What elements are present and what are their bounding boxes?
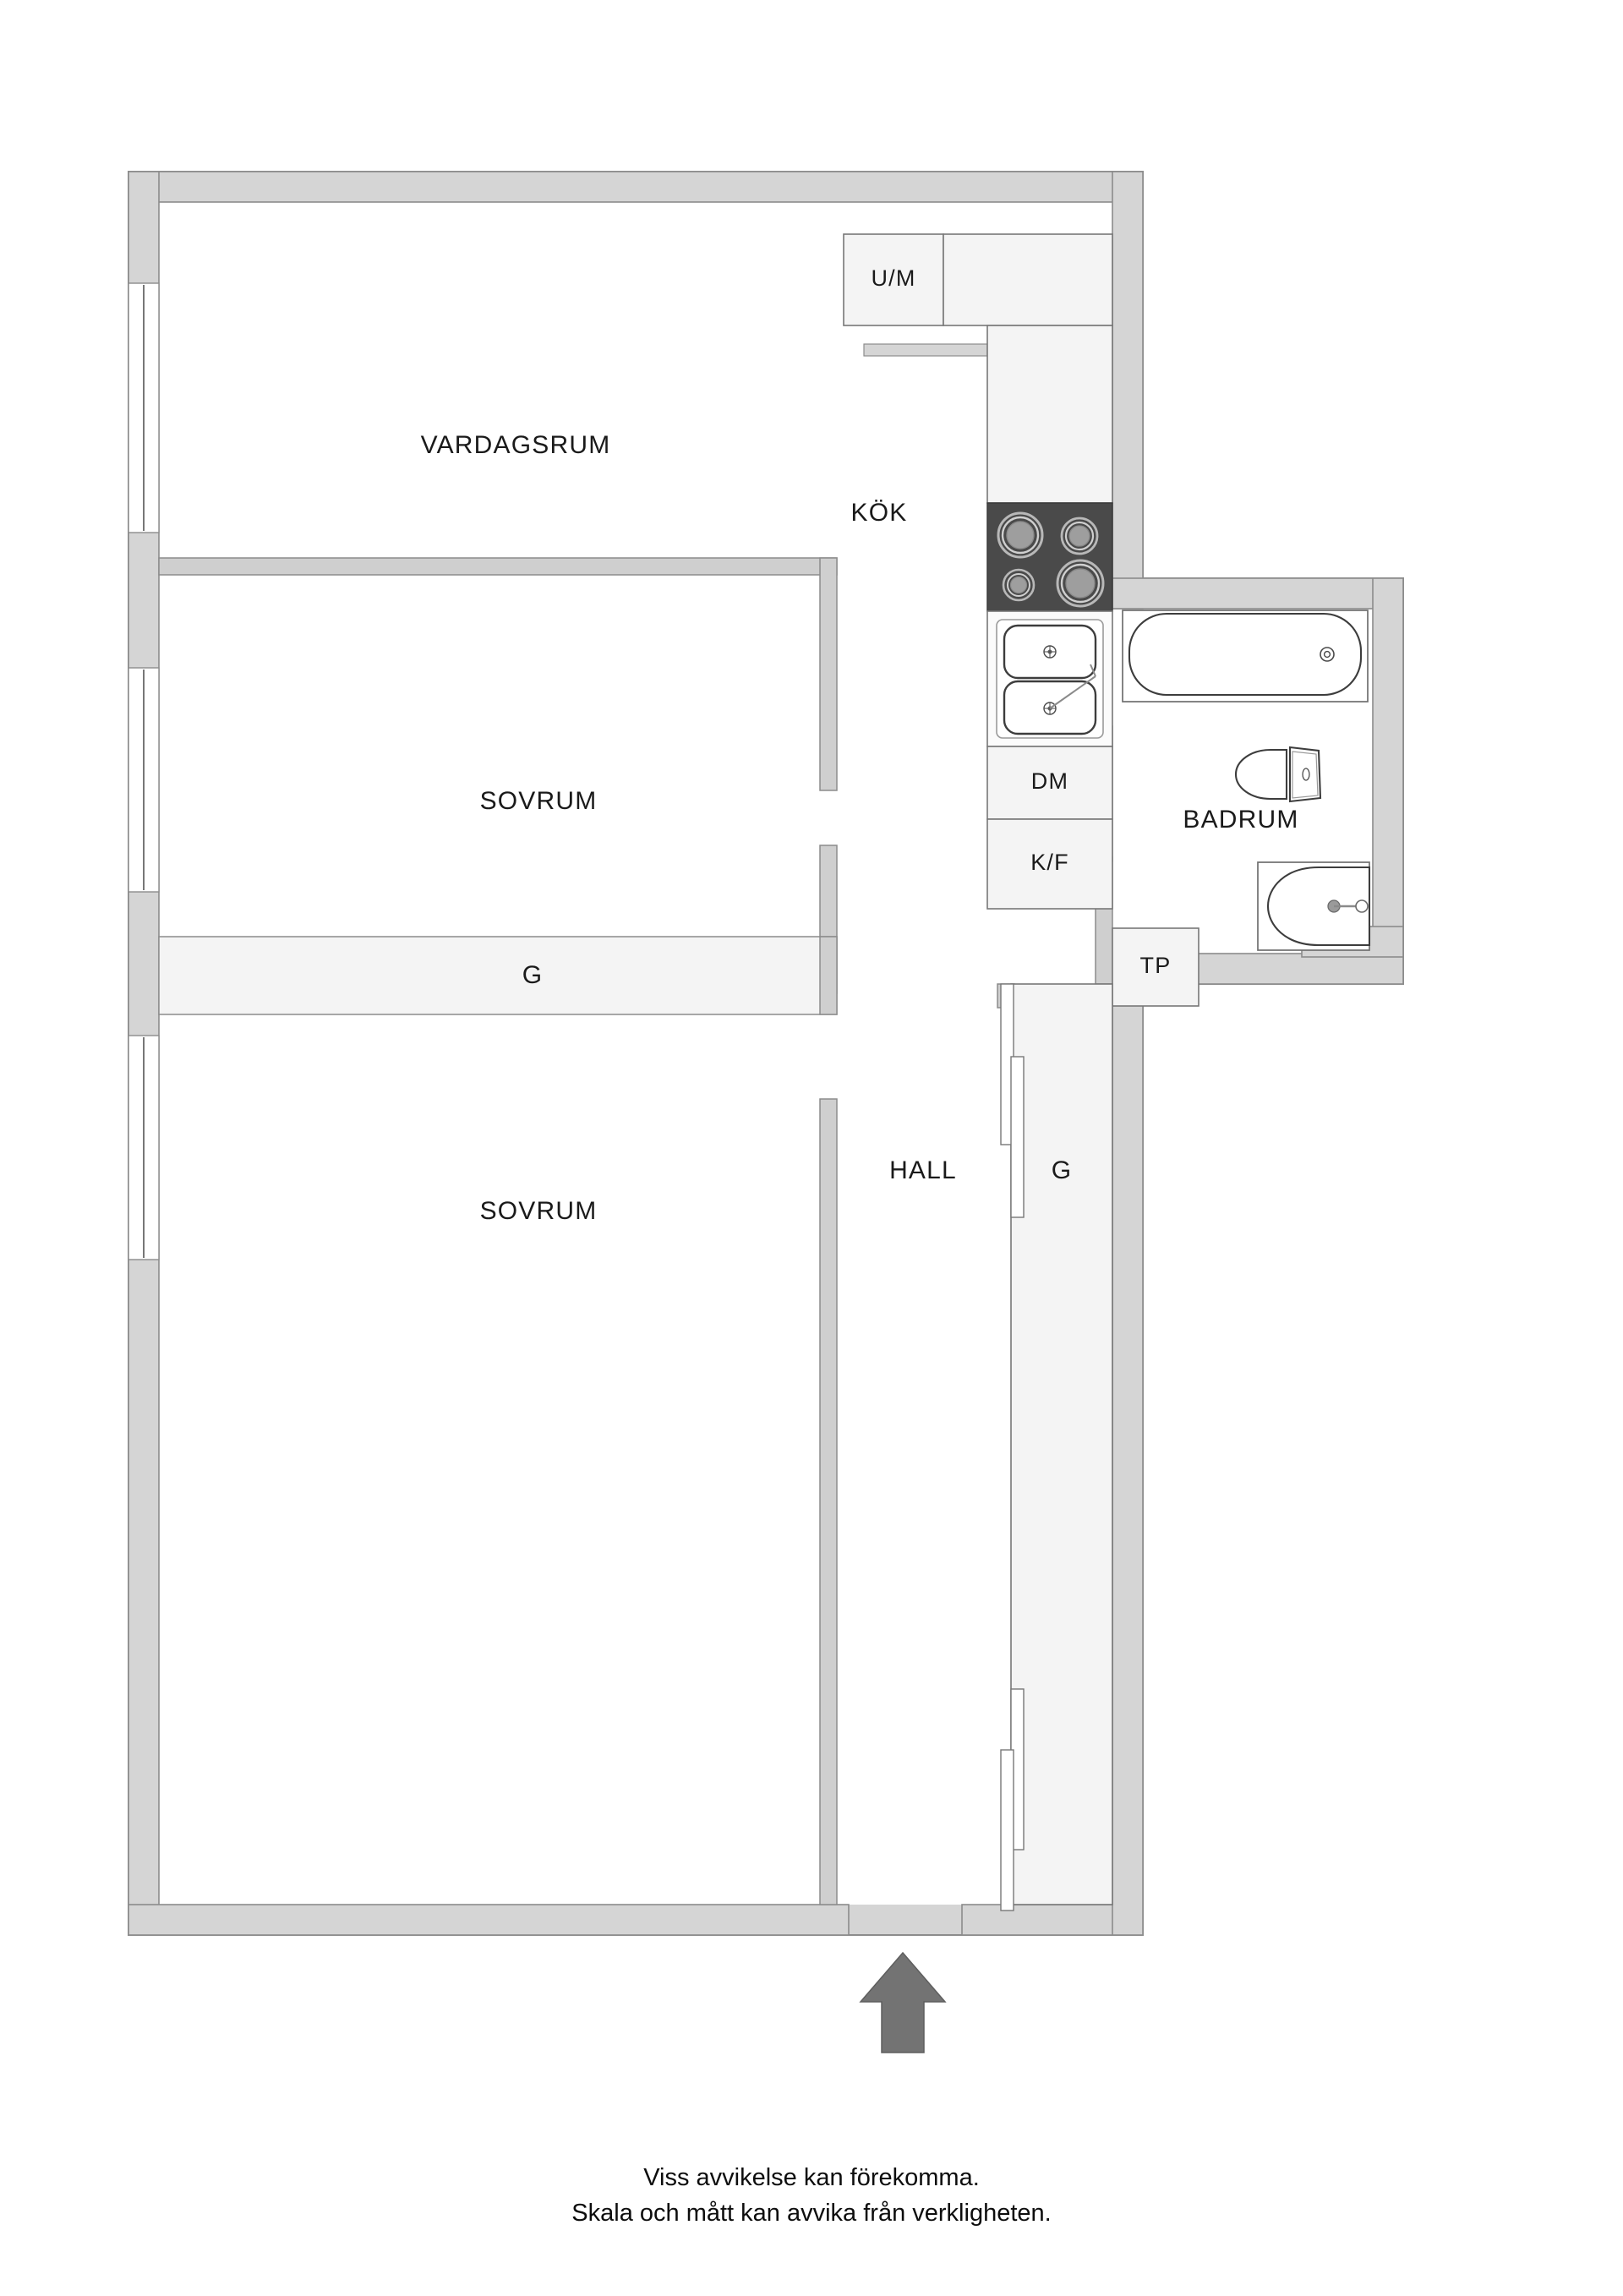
room-label-vardagsrum: VARDAGSRUM	[421, 431, 611, 459]
room-label-group: VARDAGSRUM KÖK SOVRUM SOVRUM HALL BADRUM	[421, 431, 1298, 1225]
room-label-badrum: BADRUM	[1183, 806, 1298, 834]
oven-microwave-box	[843, 233, 944, 326]
room-label-hall: HALL	[889, 1156, 957, 1184]
stove-burner-small-front-right	[1002, 568, 1036, 602]
wardrobe-door-leaf-4	[1000, 1749, 1014, 1911]
caption-line-2: Skala och mått kan avvika från verklighe…	[571, 2200, 1052, 2227]
bathroom-sink	[1257, 861, 1371, 951]
bathtub	[1122, 610, 1369, 702]
sink-drain-upper	[1043, 645, 1057, 659]
window-bedroom-lower	[128, 1035, 160, 1260]
kitchen-counter-side	[986, 325, 1113, 504]
hall-wardrobe-group	[1000, 983, 1113, 1911]
kitchen-counter-top	[943, 233, 1113, 326]
entrance-arrow	[859, 1951, 947, 2053]
disclaimer-caption: Viss avvikelse kan förekomma. Skala och …	[0, 2160, 1623, 2231]
fixture-label-g-bedroom: G	[522, 961, 544, 989]
room-label-kok: KÖK	[851, 499, 908, 527]
fixture-label-dm: DM	[1031, 768, 1068, 794]
wall-bedroom1-hall-upper	[819, 557, 838, 791]
washing-machine-box	[1112, 927, 1199, 1007]
fixture-label-g-hall: G	[1052, 1156, 1073, 1184]
kitchen-sink	[986, 610, 1113, 747]
window-bedroom-upper	[128, 667, 160, 893]
bedroom-wardrobe-box	[158, 936, 838, 1015]
interior-walls	[158, 343, 1113, 1905]
wall-living-bedroom	[158, 557, 838, 576]
stove-burner-large-rear-right	[1056, 559, 1105, 608]
window-group	[128, 282, 160, 1260]
wall-wardrobe-end	[819, 936, 838, 1015]
fixture-label-kf: K/F	[1030, 850, 1069, 875]
toilet	[1234, 746, 1322, 803]
stove-cooktop	[986, 502, 1113, 612]
stove-burner-medium-rear-left	[1060, 517, 1099, 555]
fixture-label-group: U/M DM K/F TP G G	[522, 265, 1172, 1184]
window-living-room	[128, 282, 160, 533]
hall-wardrobe-box	[1010, 983, 1113, 1905]
wall-bedroom2-hall	[819, 1098, 838, 1905]
fixture-label-um: U/M	[871, 265, 915, 291]
caption-line-1: Viss avvikelse kan förekomma.	[643, 2164, 980, 2191]
stove-burner-large-front-left	[997, 511, 1044, 559]
kitchen-fixtures	[843, 233, 1113, 910]
wall-kitchen-counter-edge	[863, 343, 988, 357]
bathroom-fixtures	[1112, 610, 1371, 1007]
sink-faucet	[1049, 664, 1096, 709]
room-label-sovrum-2: SOVRUM	[480, 1197, 598, 1225]
room-interiors	[159, 202, 1373, 1905]
fixture-label-tp: TP	[1140, 953, 1172, 978]
fridge-freezer-box	[986, 818, 1113, 910]
wardrobe-door-leaf-2	[1010, 1056, 1025, 1218]
room-label-sovrum-1: SOVRUM	[480, 787, 598, 815]
bathtub-drain	[1320, 647, 1335, 662]
